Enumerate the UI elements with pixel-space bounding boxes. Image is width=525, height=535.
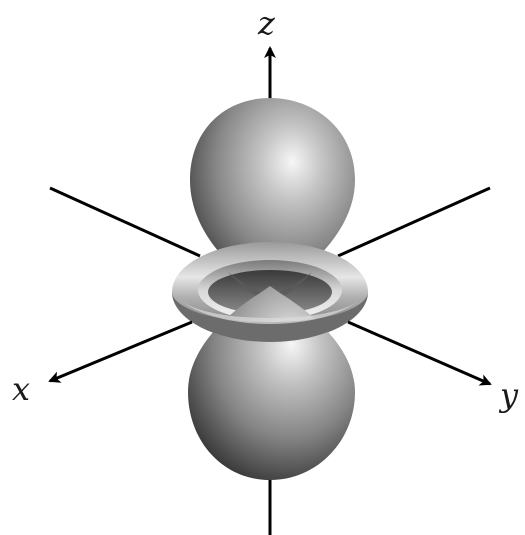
y-axis-label: y	[498, 376, 519, 414]
x-axis-label: x	[12, 370, 30, 408]
x-axis-back-line	[50, 188, 200, 256]
x-axis-line	[50, 322, 192, 381]
y-axis-back-line	[338, 188, 490, 256]
z-axis-label: z	[257, 4, 276, 42]
y-axis-line	[348, 322, 490, 384]
